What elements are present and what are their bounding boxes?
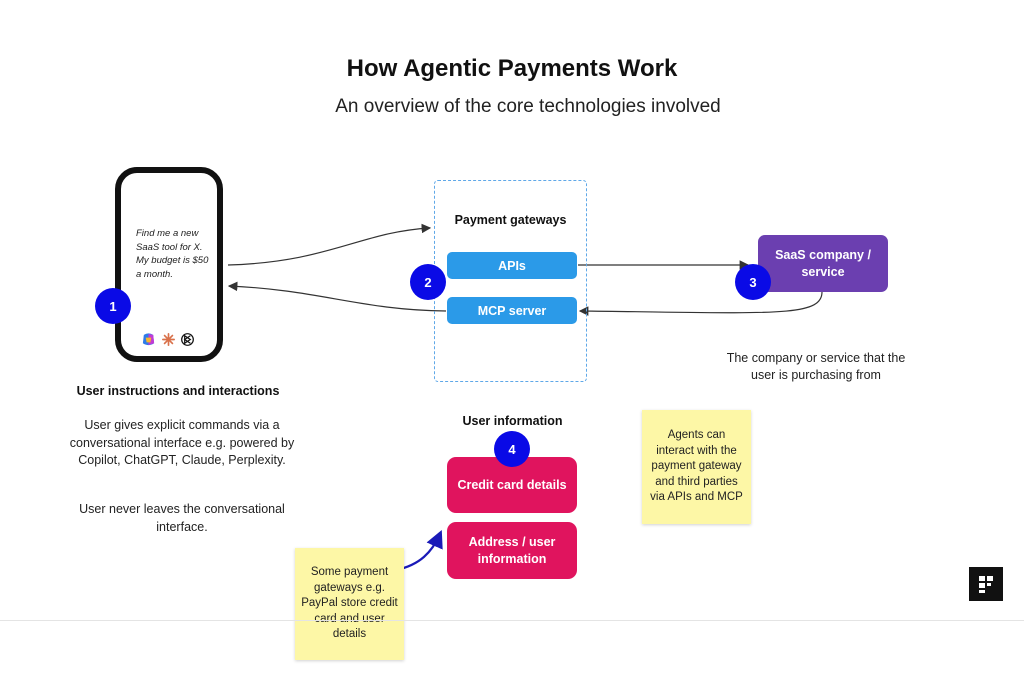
apis-button[interactable]: APIs — [447, 252, 577, 279]
phone-frame — [115, 167, 223, 362]
step-badge-4: 4 — [494, 431, 530, 467]
user-instructions-description: User gives explicit commands via a conve… — [69, 418, 295, 467]
chatgpt-icon — [181, 333, 194, 346]
page-subtitle: An overview of the core technologies inv… — [335, 96, 721, 117]
saas-company-box[interactable]: SaaS company / service — [758, 235, 888, 292]
copilot-icon — [142, 333, 155, 346]
address-user-information-button[interactable]: Address / user information — [447, 522, 577, 579]
mcp-server-button[interactable]: MCP server — [447, 297, 577, 324]
arrow-mcp-to-phone — [227, 281, 447, 312]
payment-gateways-title: Payment gateways — [454, 213, 567, 227]
user-instructions-heading: User instructions and interactions — [76, 384, 280, 398]
brand-logo-icon — [969, 567, 1003, 601]
credit-card-details-button[interactable]: Credit card details — [447, 457, 577, 513]
step-badge-2: 2 — [410, 264, 446, 300]
saas-caption: The company or service that the user is … — [726, 351, 906, 382]
step-badge-3: 3 — [735, 264, 771, 300]
claude-icon — [162, 333, 175, 346]
arrow-phone-to-gateway — [227, 223, 432, 266]
paypal-sticky-note: Some payment gateways e.g. PayPal store … — [295, 548, 404, 660]
user-information-title: User information — [462, 414, 563, 428]
user-instructions-note: User never leaves the conversational int… — [79, 502, 285, 534]
bottom-divider — [0, 620, 1024, 621]
chat-prompt: Find me a new SaaS tool for X. My budget… — [136, 228, 209, 280]
step-badge-1: 1 — [95, 288, 131, 324]
page-title: How Agentic Payments Work — [346, 55, 678, 82]
agents-sticky-note: Agents can interact with the payment gat… — [642, 410, 751, 524]
payment-gateway-container — [434, 180, 587, 382]
arrow-saas-to-mcp — [578, 291, 823, 316]
